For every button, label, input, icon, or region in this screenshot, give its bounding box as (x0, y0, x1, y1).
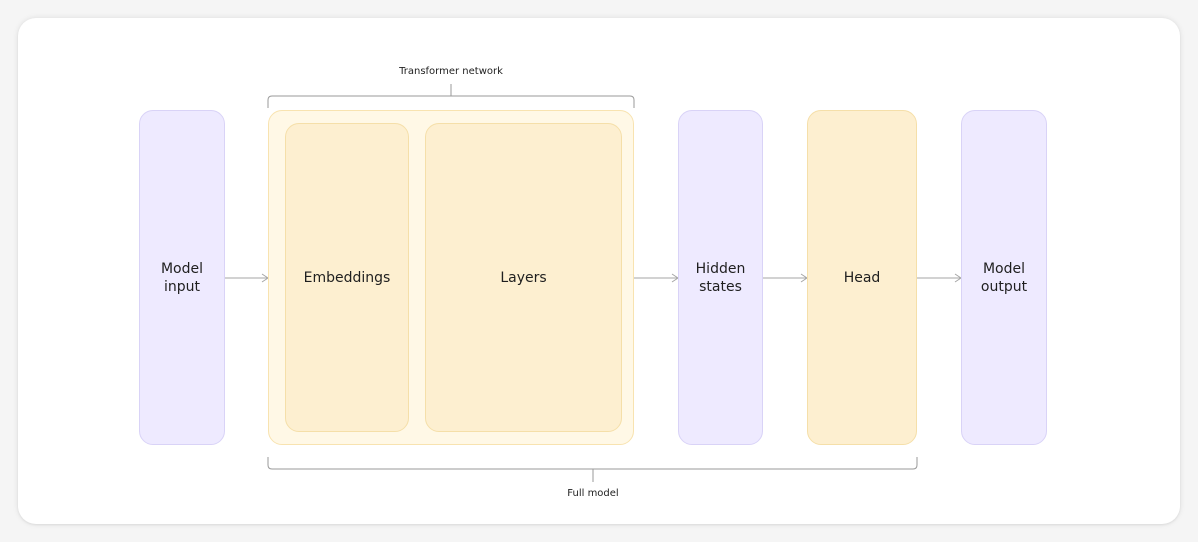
hidden-states-block: Hidden states (678, 110, 763, 445)
model-input-label: Model input (160, 260, 204, 295)
full-model-label: Full model (567, 488, 619, 499)
model-output-label: Model output (980, 260, 1028, 295)
embeddings-label: Embeddings (303, 269, 391, 286)
hidden-states-label: Hidden states (695, 260, 746, 295)
embeddings-block: Embeddings (285, 123, 409, 432)
layers-label: Layers (500, 269, 547, 286)
model-input-block: Model input (139, 110, 225, 445)
transformer-network-label: Transformer network (399, 66, 503, 77)
head-label: Head (843, 269, 881, 286)
model-output-block: Model output (961, 110, 1047, 445)
layers-block: Layers (425, 123, 622, 432)
head-block: Head (807, 110, 917, 445)
